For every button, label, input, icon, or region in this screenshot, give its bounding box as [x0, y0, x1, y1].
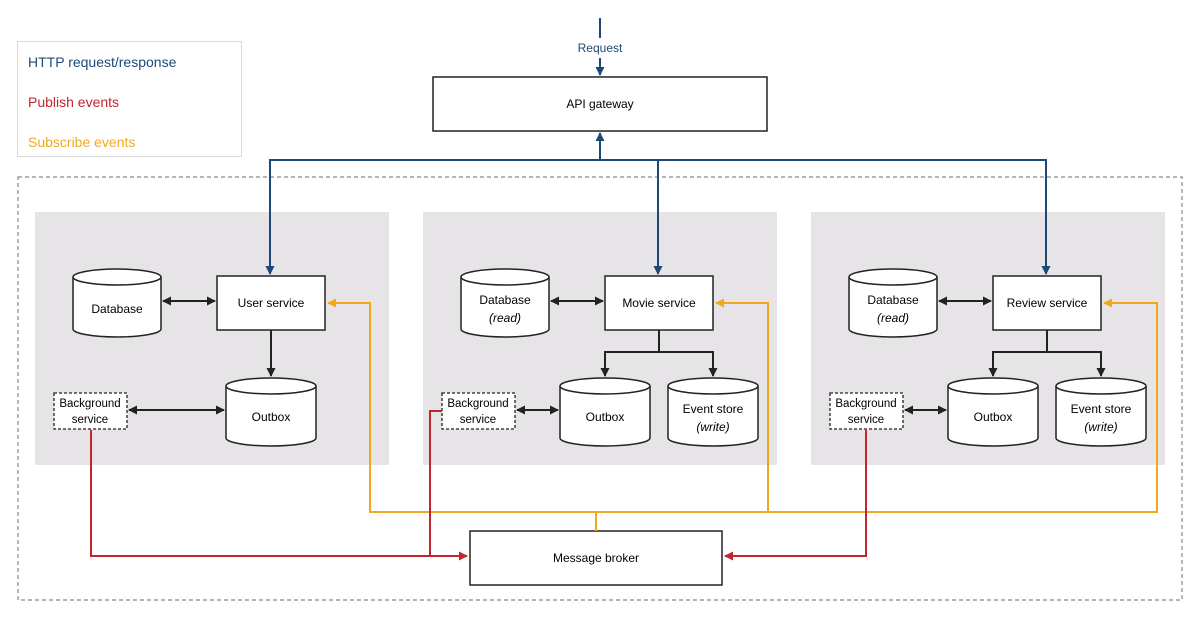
movie-event-store-qualifier: (write) — [696, 420, 729, 434]
review-background-label-1: Background — [835, 398, 896, 410]
review-outbox-label: Outbox — [974, 410, 1013, 424]
movie-outbox-label: Outbox — [586, 410, 625, 424]
movie-database[interactable]: Database (read) — [460, 268, 550, 338]
message-broker-box[interactable] — [469, 530, 723, 586]
user-database[interactable]: Database — [72, 268, 162, 338]
movie-database-qualifier: (read) — [489, 311, 521, 325]
movie-event-store[interactable]: Event store (write) — [667, 377, 759, 447]
review-event-store-label: Event store — [1071, 402, 1132, 416]
legend-subscribe: Subscribe events — [28, 134, 136, 150]
movie-event-store-label: Event store — [683, 402, 744, 416]
movie-service-to-event-store — [659, 351, 718, 377]
subscribe-movie — [596, 298, 769, 513]
user-background-service-box[interactable] — [53, 392, 128, 430]
movie-database-label: Database — [479, 293, 531, 307]
publish-movie — [429, 410, 442, 556]
movie-background-label-2: service — [460, 414, 496, 426]
message-broker-label: Message broker — [553, 551, 639, 565]
review-service-box[interactable] — [992, 275, 1102, 331]
request-label: Request — [578, 41, 623, 55]
publish-review — [724, 430, 867, 561]
user-outbox[interactable]: Outbox — [225, 377, 317, 447]
legend-http: HTTP request/response — [28, 54, 177, 70]
review-event-store-qualifier: (write) — [1084, 420, 1117, 434]
user-background-label-1: Background — [59, 398, 120, 410]
review-database-label: Database — [867, 293, 919, 307]
api-gateway-label: API gateway — [566, 97, 633, 111]
publish-user — [90, 430, 468, 561]
review-service-to-event-store — [1047, 351, 1106, 377]
review-background-service-box[interactable] — [829, 392, 904, 430]
system-boundary — [17, 176, 1183, 601]
user-service-label: User service — [238, 296, 305, 310]
review-service-label: Review service — [1007, 296, 1088, 310]
subscribe-user — [327, 298, 597, 531]
subscribe-review — [768, 298, 1158, 513]
legend: HTTP request/response Publish events Sub… — [17, 41, 242, 157]
user-service-box[interactable] — [216, 275, 326, 331]
review-service-to-outbox — [988, 330, 1048, 377]
movie-background-service-box[interactable] — [441, 392, 516, 430]
api-gateway-box[interactable] — [432, 76, 768, 132]
movie-background-label-1: Background — [447, 398, 508, 410]
movie-service-label: Movie service — [622, 296, 696, 310]
legend-publish: Publish events — [28, 94, 120, 110]
movie-outbox[interactable]: Outbox — [559, 377, 651, 447]
user-background-label-2: service — [72, 414, 108, 426]
review-outbox[interactable]: Outbox — [947, 377, 1039, 447]
user-outbox-label: Outbox — [252, 410, 291, 424]
http-gateway-review — [658, 159, 1051, 275]
movie-service-to-outbox — [600, 330, 660, 377]
review-database[interactable]: Database (read) — [848, 268, 938, 338]
review-event-store[interactable]: Event store (write) — [1055, 377, 1147, 447]
review-database-qualifier: (read) — [877, 311, 909, 325]
user-database-label: Database — [91, 302, 143, 316]
review-background-label-2: service — [848, 414, 884, 426]
